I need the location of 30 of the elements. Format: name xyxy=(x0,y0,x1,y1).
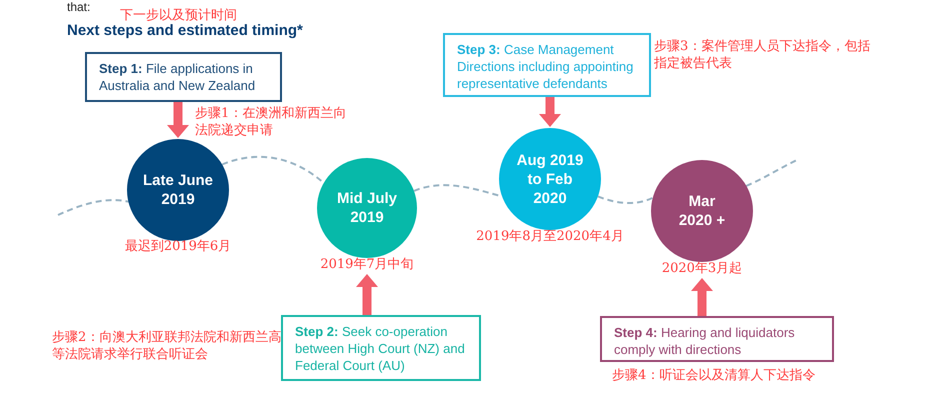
step-text: Step 3: Case Management Directions including appointing representative defendants xyxy=(457,41,634,92)
translation-note: 最迟到2019年6月 xyxy=(124,238,232,255)
body-text: that: xyxy=(67,0,90,14)
date-text: Aug 2019 to Feb 2020 xyxy=(516,150,584,208)
translation-note: 下一步以及预计时间 xyxy=(120,9,237,23)
step-box xyxy=(443,33,651,97)
title: Next steps and estimated timing* xyxy=(67,22,303,39)
timeline-line xyxy=(598,196,654,204)
translation-note: 2019年8月至2020年4月 xyxy=(475,228,625,245)
step-text: Step 2: Seek co-operation between High Court (NZ) and Federal Court (AU) xyxy=(295,323,466,374)
step-box xyxy=(281,315,481,381)
translation-note: 步骤4：听证会以及清算人下达指令 xyxy=(612,367,816,384)
translation-note: 2020年3月起 xyxy=(660,260,744,277)
date-text: Mar 2020 + xyxy=(678,192,726,230)
arrow xyxy=(539,97,561,127)
translation-note: 2019年7月中旬 xyxy=(319,256,415,273)
arrow xyxy=(356,274,378,315)
timeline-line xyxy=(414,184,502,198)
translation-note: 步骤2：向澳大利亚联邦法院和新西兰高等法院请求举行联合听证会 xyxy=(52,329,282,363)
translation-note: 步骤3：案件管理人员下达指令，包括指定被告代表 xyxy=(654,38,872,72)
step-box xyxy=(600,316,834,362)
arrow xyxy=(167,102,189,138)
timeline-line xyxy=(222,156,324,184)
date-text: Late June 2019 xyxy=(142,171,214,209)
translation-note: 步骤1：在澳洲和新西兰向法院递交申请 xyxy=(195,105,348,139)
step-text: Step 4: Hearing and liquidators comply with directions xyxy=(614,324,796,358)
date-text: Mid July 2019 xyxy=(336,189,398,227)
step-box xyxy=(85,52,282,102)
arrow xyxy=(691,278,713,316)
step-text: Step 1: File applications in Australia and New Zealand xyxy=(99,60,256,94)
